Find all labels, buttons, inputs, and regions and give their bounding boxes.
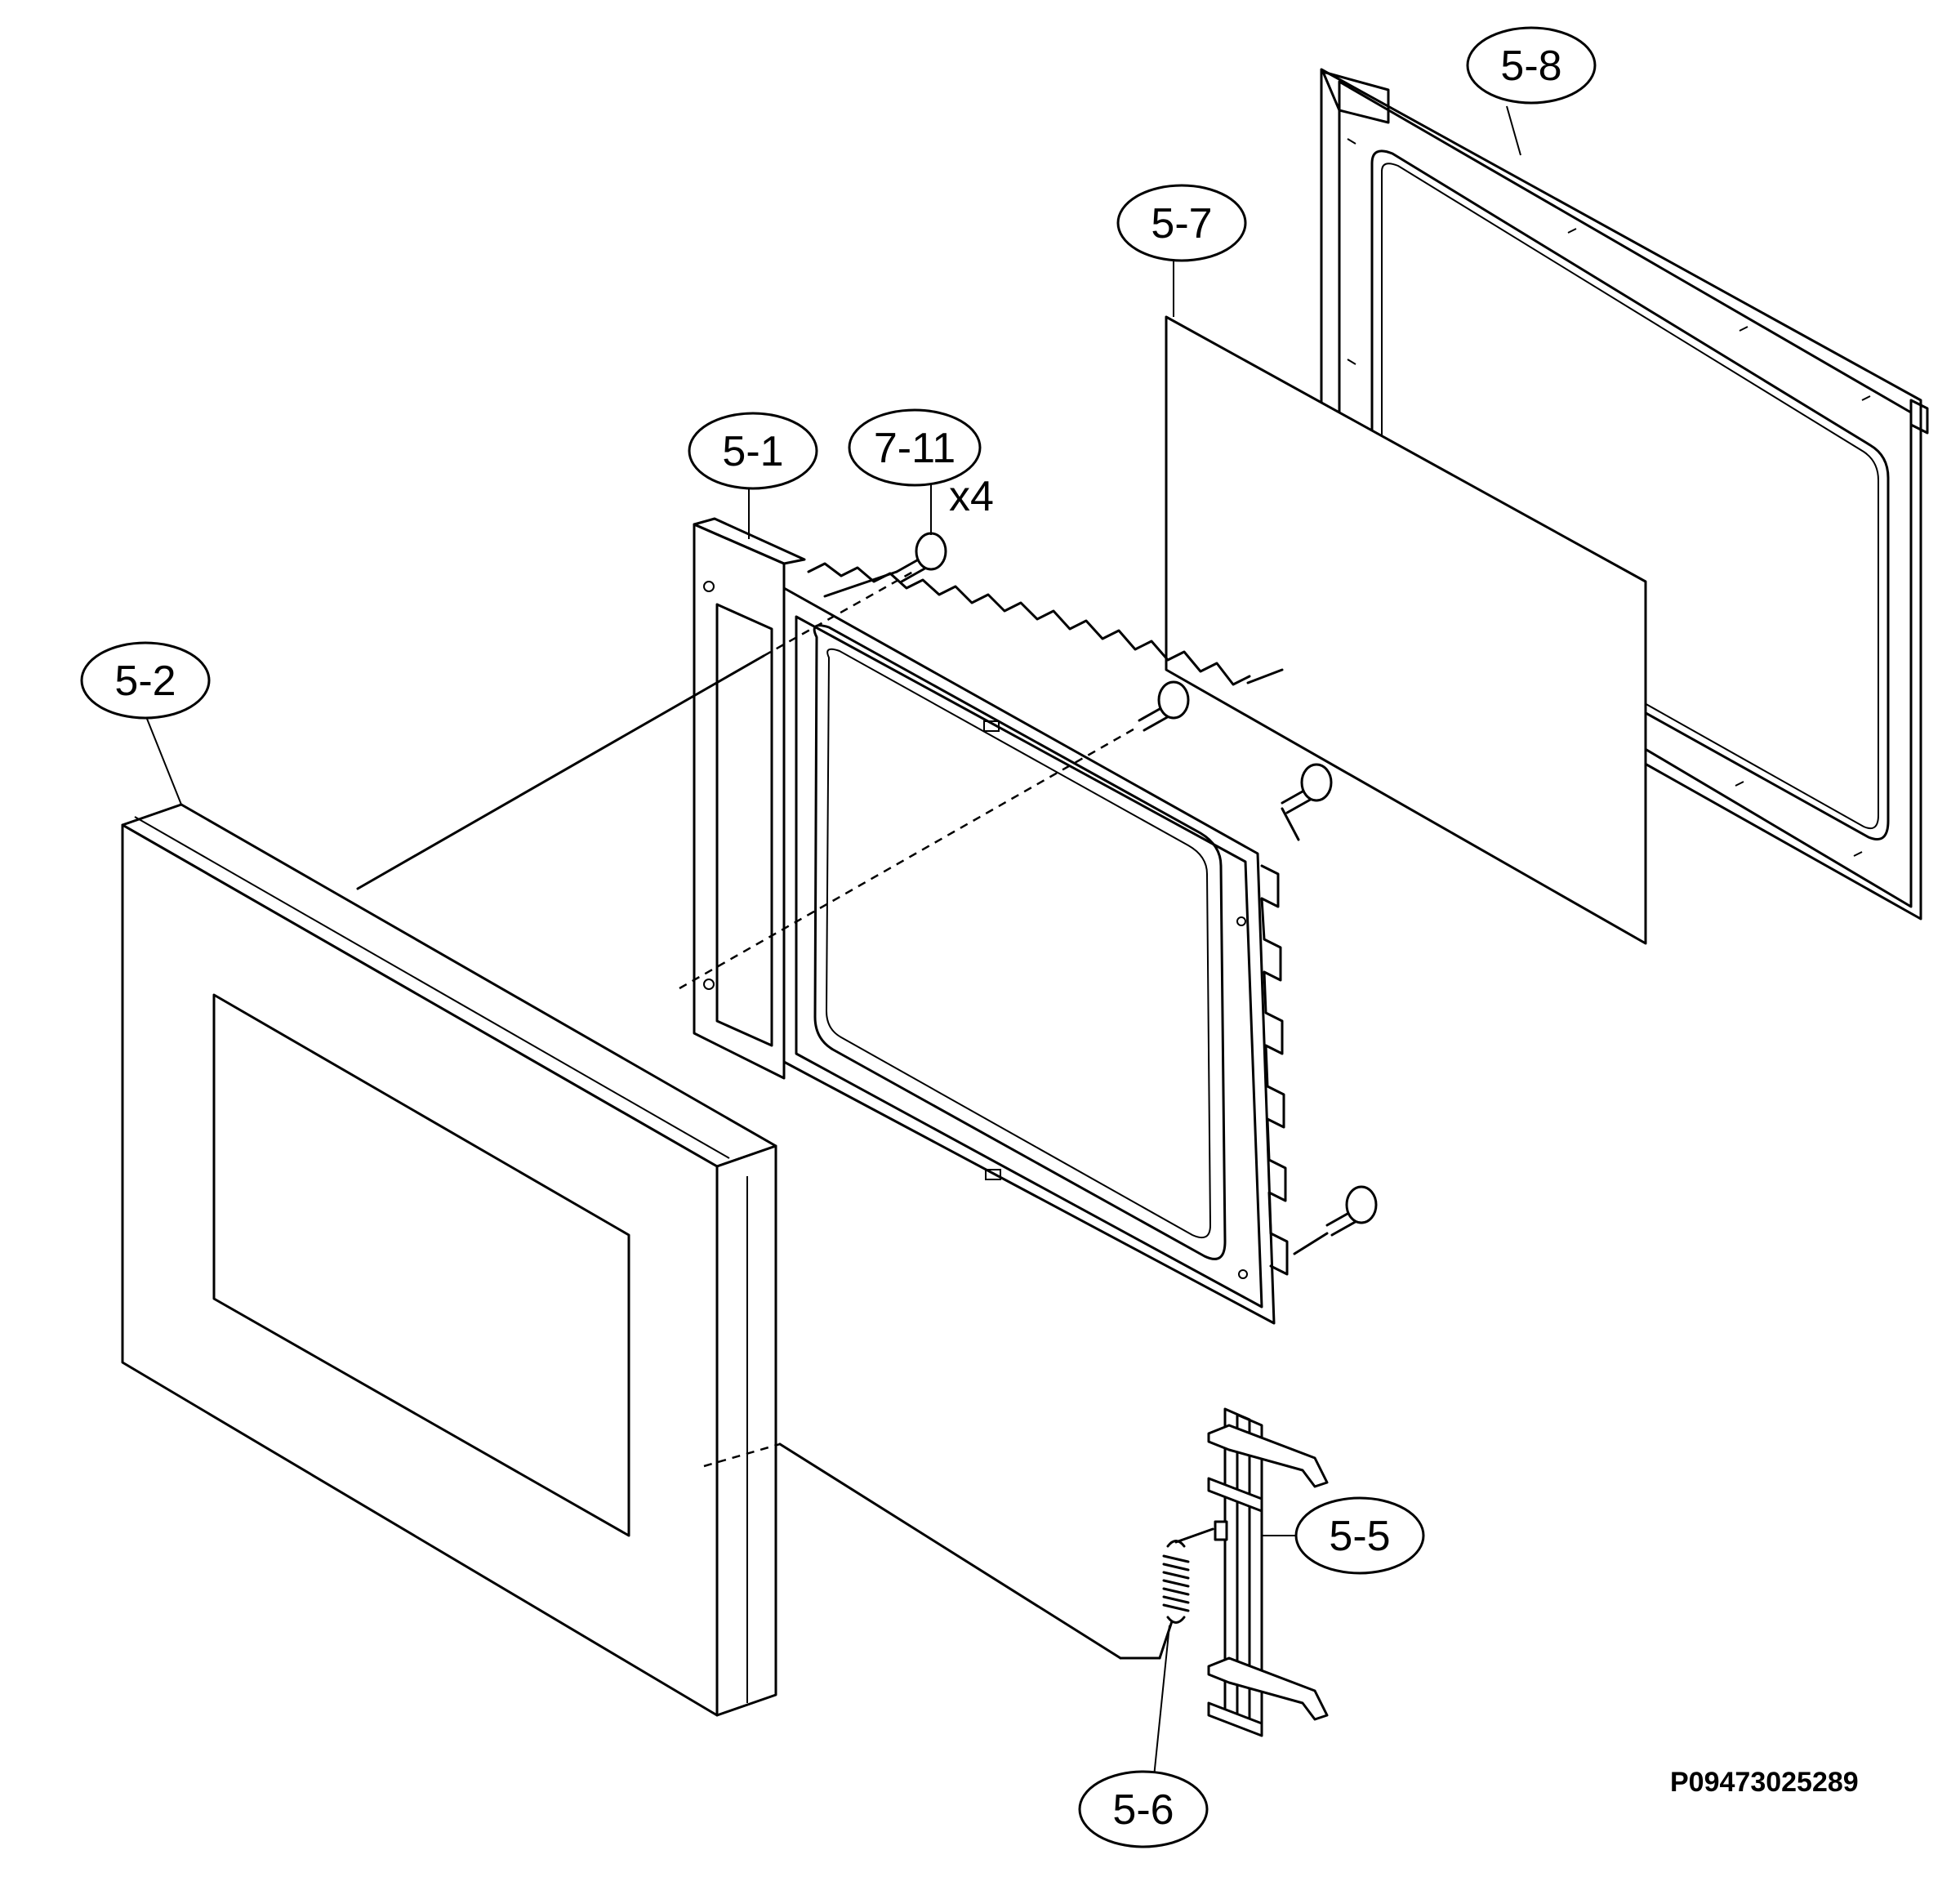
svg-text:5-6: 5-6 [1112,1786,1174,1834]
callout-5-2: 5-2 [80,641,211,720]
leader-lines [146,105,1521,1786]
callout-5-1: 5-1 [688,412,818,490]
svg-text:5-1: 5-1 [722,428,783,475]
part-latch-5-5 [1207,1407,1329,1737]
screw-4 [1325,1185,1378,1237]
screw-3 [1281,763,1333,814]
reference-code: P09473025289 [1670,1767,1859,1798]
svg-text:5-2: 5-2 [114,658,176,705]
part-screws-7-11 [895,532,1378,1237]
svg-text:5-8: 5-8 [1500,42,1561,90]
part-glass-panel-5-7 [1165,315,1647,945]
part-outer-door-5-2 [121,803,777,1717]
part-door-chassis-5-1 [693,517,1289,1325]
svg-text:7-11: 7-11 [874,425,956,472]
screw-quantity-label: x4 [949,473,994,520]
svg-text:5-7: 5-7 [1151,200,1212,247]
callout-7-11: 7-11 [848,408,982,487]
svg-text:5-5: 5-5 [1329,1513,1390,1560]
callout-5-7: 5-7 [1116,184,1247,262]
screw-2 [1138,680,1190,732]
part-spring-5-6 [1162,1540,1190,1624]
callout-5-5: 5-5 [1294,1496,1425,1575]
part-door-frame-5-8 [1320,68,1929,921]
callout-5-8: 5-8 [1466,26,1597,105]
callout-5-6: 5-6 [1078,1770,1209,1848]
screw-1 [895,532,947,583]
